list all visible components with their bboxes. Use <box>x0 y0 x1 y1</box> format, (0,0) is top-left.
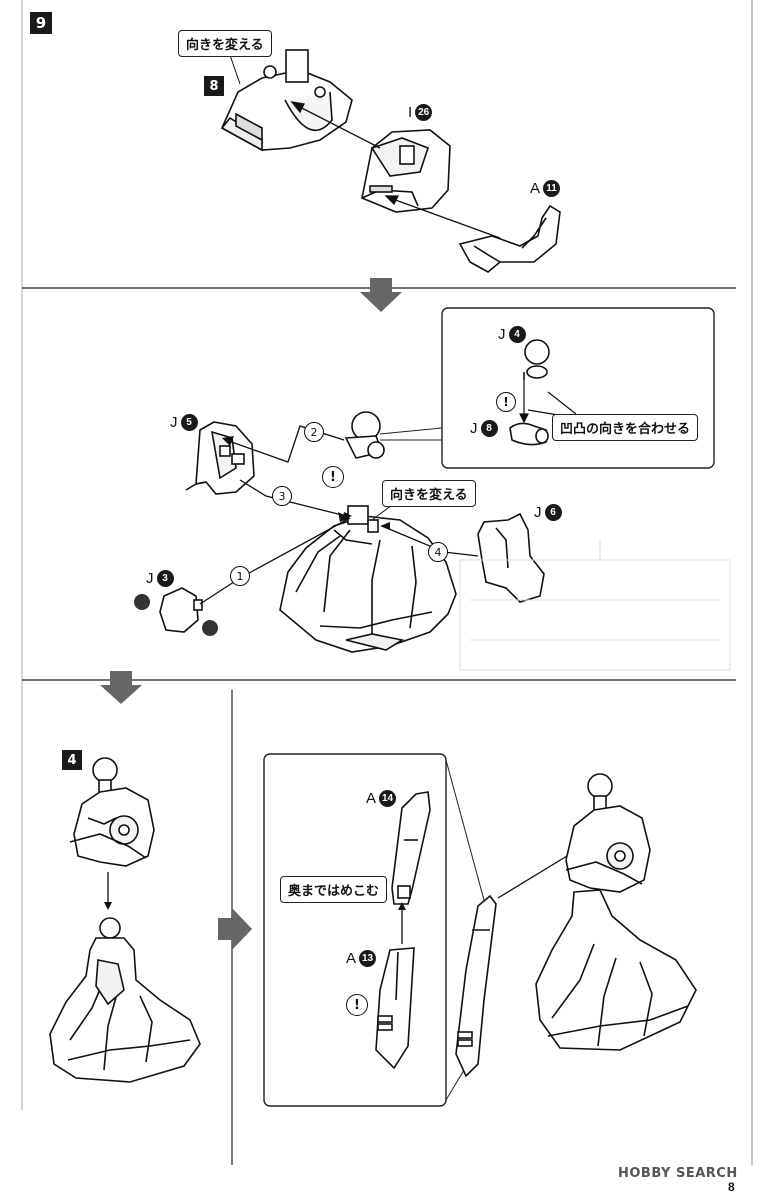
push-fully-callout: 奥まではめこむ <box>280 876 388 903</box>
part-letter: J <box>534 504 542 521</box>
assembly-arrow <box>223 37 501 239</box>
torso-assembly-part <box>69 757 155 867</box>
part-label-i26: I 26 <box>408 104 433 121</box>
watermark-logo: HOBBY SEARCH <box>618 1166 738 1181</box>
order-number-1: 1 <box>230 566 250 586</box>
warning-icon: ! <box>322 466 344 488</box>
body-block-part <box>361 129 451 213</box>
down-arrow-icon <box>100 671 142 704</box>
shoulder-left-part <box>185 421 255 495</box>
head-assembly-part <box>220 49 353 152</box>
detail-inset-box <box>263 753 447 1107</box>
part-letter: J <box>170 414 178 431</box>
order-number-2: 2 <box>304 422 324 442</box>
step-number-badge: 9 <box>30 12 52 34</box>
part-letter: J <box>470 420 478 437</box>
arm-bar-part <box>458 204 561 273</box>
part-letter: A <box>346 950 357 967</box>
part-number: 26 <box>415 104 433 121</box>
part-number: 11 <box>543 180 561 197</box>
direction-marker-icon <box>202 620 218 636</box>
part-letter: I <box>408 104 413 121</box>
align-notch-callout: 凹凸の向きを合わせる <box>552 414 699 441</box>
skirt-body-part <box>49 917 201 1083</box>
blade-upper-part <box>391 791 431 905</box>
part-number: 6 <box>544 504 562 521</box>
arrow-head <box>104 902 112 910</box>
detail-inset-box <box>441 307 715 469</box>
arrow-head <box>398 902 406 910</box>
part-number: 3 <box>156 570 174 587</box>
turn-direction-callout: 向きを変える <box>178 30 272 57</box>
arrow-heads <box>222 436 390 530</box>
part-number: 13 <box>359 950 377 967</box>
final-assembly-part <box>535 773 697 1051</box>
part-number: 4 <box>508 326 526 343</box>
part-number: 8 <box>480 420 498 437</box>
socket-part <box>509 422 549 446</box>
part-label-a11: A 11 <box>530 180 561 197</box>
turn-direction-callout: 向きを変える <box>382 480 476 507</box>
reference-step-badge: 4 <box>62 750 82 770</box>
part-letter: J <box>146 570 154 587</box>
right-arrow-icon <box>218 908 252 950</box>
part-label-j4: J 4 <box>498 326 526 343</box>
down-arrow-icon <box>360 278 402 312</box>
blade-combined-part <box>455 894 497 1078</box>
warning-icon: ! <box>496 392 516 412</box>
page-number: 8 <box>728 1180 735 1194</box>
ball-joint-part <box>523 339 550 380</box>
part-letter: A <box>530 180 541 197</box>
reference-step-badge: 8 <box>204 76 224 96</box>
part-label-j5: J 5 <box>170 414 198 431</box>
hip-piece-part <box>159 587 203 633</box>
part-letter: A <box>366 790 377 807</box>
part-label-j6: J 6 <box>534 504 562 521</box>
warning-icon: ! <box>346 994 368 1016</box>
order-number-3: 3 <box>272 486 292 506</box>
shoulder-right-part <box>477 512 545 603</box>
part-label-a13: A 13 <box>346 950 377 967</box>
lower-body-dome-part <box>279 505 457 653</box>
part-number: 14 <box>379 790 397 807</box>
ball-joint-part <box>344 411 385 459</box>
blade-lower-part <box>375 947 415 1070</box>
part-label-j8: J 8 <box>470 420 498 437</box>
part-letter: J <box>498 326 506 343</box>
inset-arrow <box>519 380 577 424</box>
direction-marker-icon <box>134 594 150 610</box>
part-number: 5 <box>180 414 198 431</box>
order-number-4: 4 <box>428 542 448 562</box>
bleed-through-lines <box>459 540 731 671</box>
part-label-j3: J 3 <box>146 570 174 587</box>
part-label-a14: A 14 <box>366 790 397 807</box>
